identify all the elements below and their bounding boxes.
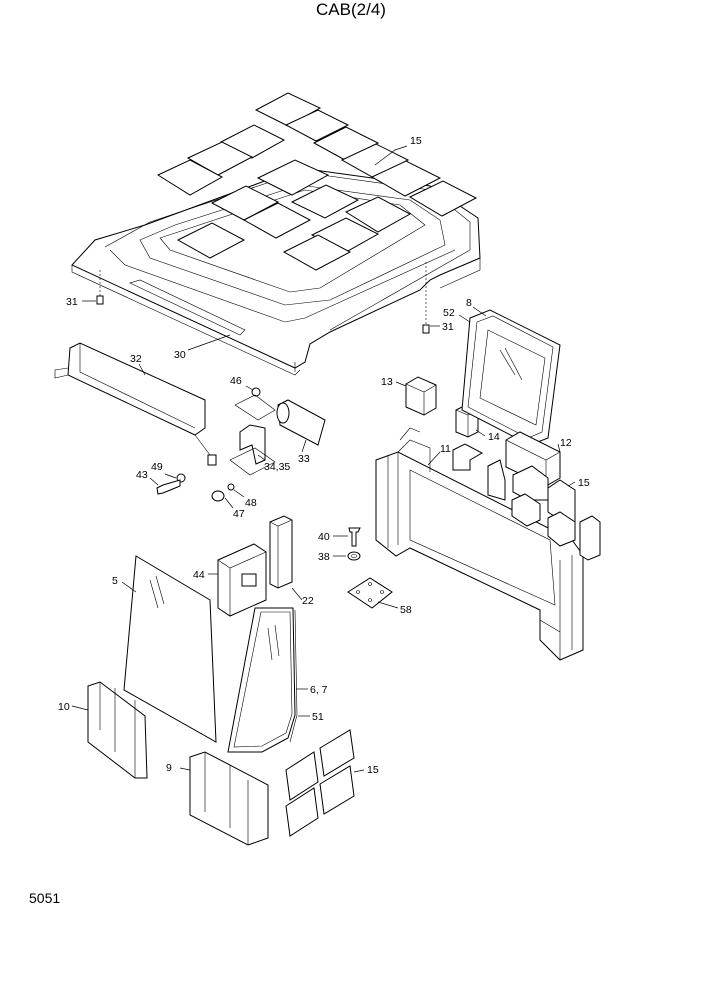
label-32: 32 [130, 353, 142, 365]
bolt-31-left [96, 270, 104, 305]
label-12: 12 [560, 437, 572, 449]
panel-9 [189, 751, 269, 846]
part-number-labels: 15 31 30 31 8 52 32 46 13 14 12 11 15 49… [58, 135, 590, 776]
strip-22 [269, 515, 293, 589]
washer-38 [347, 551, 361, 561]
plate-58 [347, 577, 393, 609]
label-9: 9 [166, 762, 172, 774]
panel-10 [87, 681, 148, 779]
label-11: 11 [440, 443, 451, 455]
rear-panel-pads [452, 443, 601, 561]
label-40: 40 [318, 531, 330, 543]
label-38: 38 [318, 551, 330, 563]
label-31-right: 31 [442, 321, 454, 333]
label-33: 33 [298, 453, 310, 465]
label-31-left: 31 [66, 296, 78, 308]
label-44: 44 [193, 569, 205, 581]
label-51: 51 [312, 711, 324, 723]
label-22: 22 [302, 595, 314, 607]
label-43: 43 [136, 469, 148, 481]
bolt-40 [348, 527, 361, 547]
page-number: 5051 [29, 890, 61, 906]
label-15-floor: 15 [367, 764, 379, 776]
label-14: 14 [488, 431, 500, 443]
label-46: 46 [230, 375, 242, 387]
bolt-31-right [422, 262, 430, 334]
door-glass-6-7 [227, 607, 298, 753]
label-58: 58 [400, 604, 412, 616]
label-10: 10 [58, 701, 70, 713]
side-glass-5 [123, 555, 217, 743]
rear-panel [375, 427, 584, 661]
label-5: 5 [112, 575, 118, 587]
label-52: 52 [443, 307, 455, 319]
label-30: 30 [174, 349, 186, 361]
mirror-bracket-assembly [156, 387, 326, 502]
leader-lines [71, 145, 576, 773]
label-15-rear: 15 [578, 477, 590, 489]
label-13: 13 [381, 376, 393, 388]
pad-13 [405, 376, 437, 416]
sun-visor [54, 342, 217, 466]
label-48: 48 [245, 497, 257, 509]
panel-44 [217, 543, 267, 617]
floor-mat-pads [285, 729, 355, 837]
label-8: 8 [466, 297, 472, 309]
label-34-35: 34,35 [264, 461, 290, 473]
label-49: 49 [151, 461, 163, 473]
label-47: 47 [233, 508, 245, 520]
rear-window-glass [461, 309, 561, 446]
label-6-7: 6, 7 [310, 684, 328, 696]
label-15-roof: 15 [410, 135, 422, 147]
diagram-title: CAB(2/4) [316, 0, 386, 19]
